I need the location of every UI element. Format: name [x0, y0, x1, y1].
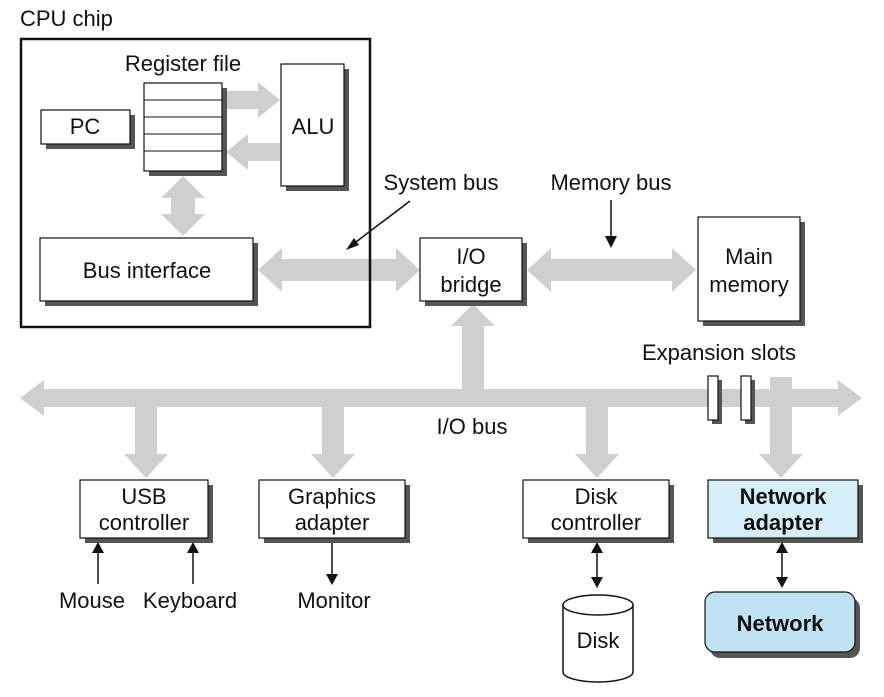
network-box: Network	[704, 591, 860, 658]
device-arrows	[92, 542, 788, 588]
monitor-label: Monitor	[297, 588, 370, 613]
memory-bus-label: Memory bus	[550, 170, 671, 195]
graphics-drop-arrow	[311, 407, 355, 478]
keyboard-label: Keyboard	[143, 588, 237, 613]
io-bridge-label-line2: bridge	[440, 272, 501, 297]
cpu-chip-box	[19, 37, 372, 329]
network-label: Network	[737, 611, 825, 636]
main-memory-label-line1: Main	[725, 244, 773, 269]
disk-cylinder: Disk	[562, 594, 634, 683]
main-memory-label-line2: memory	[709, 272, 788, 297]
bus-interface-label: Bus interface	[83, 258, 211, 283]
memory-bus-pointer	[605, 200, 617, 248]
graphics-adapter-box: Graphics adapter	[258, 479, 410, 543]
mouse-label: Mouse	[59, 588, 125, 613]
usb-controller-box: USB controller	[79, 479, 213, 543]
io-bridge-box: I/O bridge	[419, 237, 527, 306]
pc-register: PC	[40, 109, 135, 149]
disk-controller-label-line1: Disk	[575, 484, 619, 509]
pc-label: PC	[70, 114, 101, 139]
register-file-label: Register file	[125, 51, 241, 76]
register-to-alu-arrow	[224, 82, 280, 118]
expansion-slots	[707, 375, 755, 424]
bus-interface-box: Bus interface	[39, 237, 258, 306]
memory-bus-arrow	[527, 248, 696, 292]
graphics-adapter-label-line1: Graphics	[288, 484, 376, 509]
disk-controller-box: Disk controller	[522, 479, 674, 543]
disk-controller-label-line2: controller	[551, 510, 641, 535]
usb-controller-label-line1: USB	[121, 484, 166, 509]
alu-box: ALU	[280, 63, 349, 191]
io-bridge-label-line1: I/O	[456, 244, 485, 269]
io-bus-arrow	[20, 380, 862, 416]
usb-controller-label-line2: controller	[99, 510, 189, 535]
network-adapter-box: Network adapter	[707, 479, 863, 543]
system-bus-arrow	[258, 248, 420, 292]
disk-label: Disk	[577, 628, 621, 653]
usb-drop-arrow	[124, 407, 168, 478]
system-bus-pointer	[346, 200, 411, 250]
disk-controller-drop-arrow	[575, 407, 619, 478]
register-file	[143, 82, 227, 176]
network-adapter-label-line2: adapter	[743, 510, 823, 535]
alu-label: ALU	[292, 114, 335, 139]
main-memory-box: Main memory	[697, 216, 805, 326]
expansion-slots-label: Expansion slots	[642, 340, 796, 365]
network-adapter-drop-arrow	[759, 377, 803, 478]
graphics-adapter-label-line2: adapter	[295, 510, 370, 535]
bus-arrows	[20, 82, 862, 478]
register-bus-arrow	[161, 176, 205, 236]
network-adapter-label-line1: Network	[740, 484, 828, 509]
bridge-io-arrow	[451, 304, 495, 389]
io-bus-label: I/O bus	[437, 414, 508, 439]
alu-to-register-arrow	[226, 134, 280, 170]
cpu-chip-label: CPU chip	[20, 6, 113, 31]
system-bus-label: System bus	[384, 170, 499, 195]
